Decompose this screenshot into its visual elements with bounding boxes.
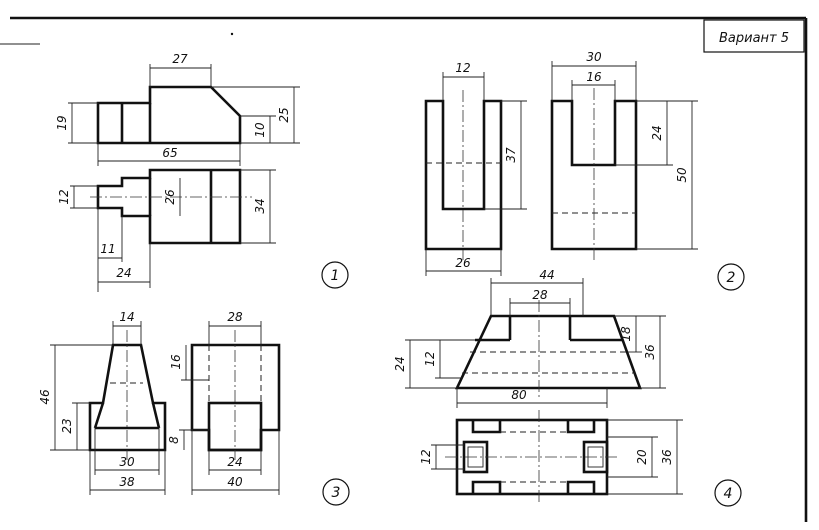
figure-2: 12 37 26 30 16 24 50 2 <box>424 50 745 291</box>
dim-label: 12 <box>423 351 437 366</box>
speck <box>230 32 234 36</box>
dim-label: 12 <box>419 449 433 464</box>
dim-label: 16 <box>586 70 602 84</box>
dim-label: 24 <box>227 455 242 469</box>
dim-label: 30 <box>586 50 602 64</box>
dim-label: 12 <box>57 189 71 204</box>
figure-4: 44 28 24 12 18 36 80 12 20 36 4 <box>393 268 742 507</box>
dim-label: 14 <box>119 310 134 324</box>
dim-label: 27 <box>172 52 188 66</box>
dim-label: 16 <box>169 354 183 370</box>
dim-label: 20 <box>635 449 649 465</box>
dim-label: 37 <box>504 147 518 163</box>
variant-title-block: Вариант 5 <box>703 19 805 53</box>
dim-label: 28 <box>532 288 548 302</box>
dim-label: 24 <box>650 125 664 140</box>
dim-label: 65 <box>162 146 177 160</box>
dim-label: 38 <box>119 475 135 489</box>
dim-label: 11 <box>100 242 115 256</box>
dim-label: 25 <box>277 107 291 122</box>
figure-3: 14 46 23 30 38 28 16 8 24 40 3 <box>38 310 350 506</box>
dim-label: 28 <box>227 310 243 324</box>
dim-label: 24 <box>116 266 131 280</box>
figure-number: 3 <box>332 485 341 501</box>
figure-number-badge <box>322 478 350 506</box>
variant-label: Вариант 5 <box>719 31 789 46</box>
figure-number: 1 <box>331 268 340 284</box>
dim-label: 44 <box>539 268 554 282</box>
figure-number-badge <box>717 263 745 291</box>
dim-label: 23 <box>60 418 74 433</box>
dim-label: 50 <box>675 167 689 183</box>
dim-label: 40 <box>227 475 243 489</box>
dim-label: 34 <box>253 198 267 213</box>
dim-label: 26 <box>455 256 471 270</box>
dim-label: 36 <box>660 449 674 465</box>
figure-number: 2 <box>727 270 736 286</box>
dim-label: 8 <box>167 436 181 444</box>
dim-label: 19 <box>55 115 69 130</box>
dim-label: 80 <box>511 388 527 402</box>
dim-label: 10 <box>253 122 267 138</box>
dim-label: 30 <box>119 455 135 469</box>
dim-label: 12 <box>455 61 470 75</box>
dim-label: 24 <box>393 356 407 371</box>
figure-1: 27 19 10 25 65 12 26 34 11 24 1 <box>55 52 349 292</box>
figure-number: 4 <box>724 486 733 502</box>
dim-label: 36 <box>643 344 657 360</box>
sheet-frame <box>0 16 808 522</box>
dim-label: 46 <box>38 389 52 405</box>
dim-label: 26 <box>163 189 177 205</box>
figure-number-badge <box>321 261 349 289</box>
figure-number-badge <box>714 479 742 507</box>
dim-label: 18 <box>619 326 633 342</box>
